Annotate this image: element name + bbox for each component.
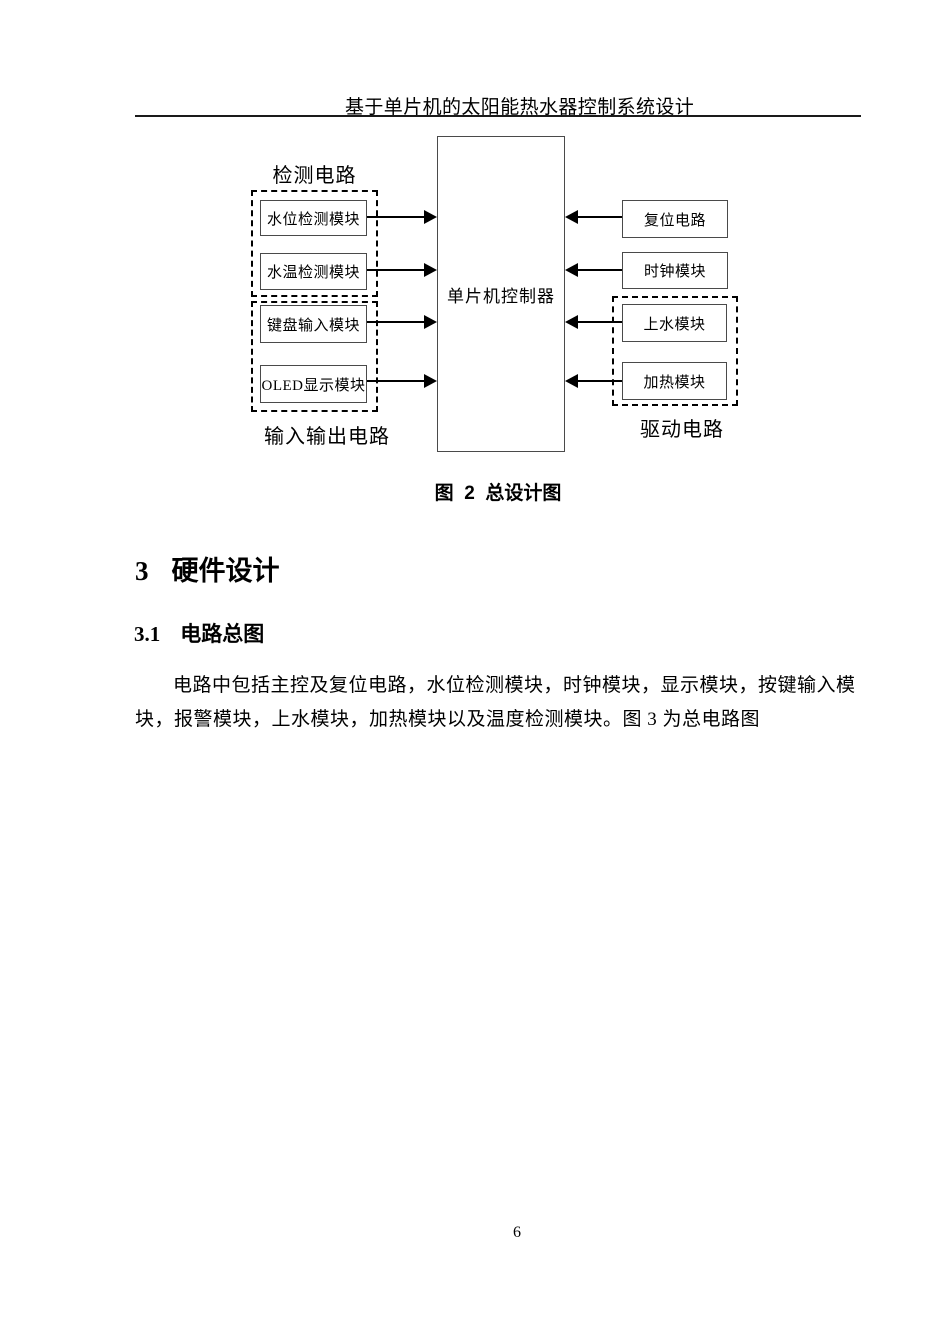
arrow-water-temp-to-controller-icon [367,263,437,277]
section-heading-3: 3 硬件设计 [135,549,280,588]
running-head-title: 基于单片机的太阳能热水器控制系统设计 [345,97,695,118]
module-keyboard-input: 键盘输入模块 [260,305,367,343]
detect-group-dashed-box [251,190,378,297]
body-line: 块，报警模块，上水模块，加热模块以及温度检测模块。图 3 为总电路图 [135,709,761,730]
io-group-label: 输入输出电路 [264,426,390,448]
io-group-dashed-box [251,301,378,412]
arrow-heating-to-controller-icon [565,374,622,388]
subsection-number: 3.1 [134,622,161,646]
subsection-heading-3-1: 3.1 电路总图 [134,618,264,648]
body-paragraph: 电路中包括主控及复位电路，水位检测模块，时钟模块，显示模块，按键输入模 块，报警… [135,669,875,737]
arrow-reset-to-controller-icon [565,210,622,224]
subsection-title: 电路总图 [180,623,265,646]
arrow-clock-to-controller-icon [565,263,622,277]
mcu-controller-box: 单片机控制器 [437,136,565,452]
arrow-keyboard-to-controller-icon [367,315,437,329]
header-rule [135,115,861,117]
section-title: 硬件设计 [171,556,280,586]
detect-group-label: 检测电路 [272,165,357,187]
figure-caption: 图 2 总设计图 [434,483,562,504]
drive-group-dashed-box [612,296,738,406]
body-line: 电路中包括主控及复位电路，水位检测模块，时钟模块，显示模块，按键输入模 [173,675,856,696]
drive-group-label: 驱动电路 [640,419,724,441]
arrow-oled-to-controller-icon [367,374,437,388]
module-water-supply: 上水模块 [622,304,727,342]
module-water-temp-detect: 水温检测模块 [260,253,367,290]
module-clock: 时钟模块 [622,252,728,289]
figure-block-diagram: 检测电路 水位检测模块 水温检测模块 键盘输入模块 OLED显示模块 输入输出电… [0,0,950,520]
module-heating: 加热模块 [622,362,727,400]
page-number: 6 [513,1224,521,1241]
module-reset-circuit: 复位电路 [622,200,728,238]
section-number: 3 [135,556,149,586]
arrow-water-level-to-controller-icon [367,210,437,224]
arrow-water-supply-to-controller-icon [565,315,622,329]
module-water-level-detect: 水位检测模块 [260,200,367,236]
module-oled-display: OLED显示模块 [260,365,367,403]
